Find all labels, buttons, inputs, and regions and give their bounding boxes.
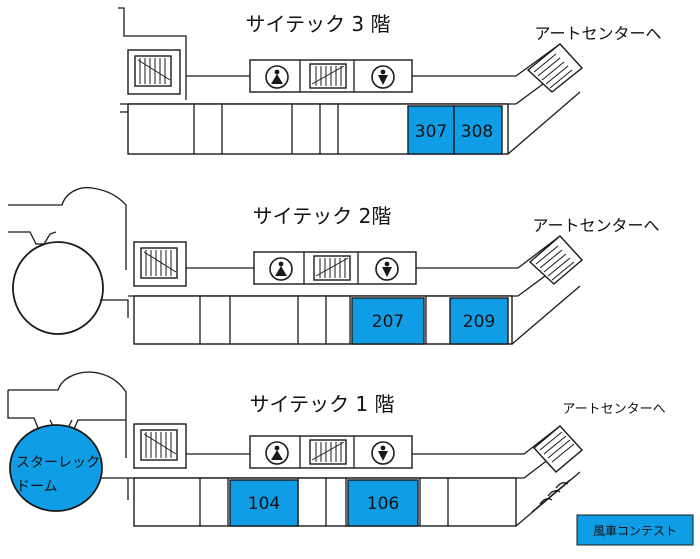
- room-number: 307: [415, 122, 447, 142]
- wall-outline: [118, 7, 187, 100]
- floor-1: スターレック ドーム: [7, 371, 666, 527]
- room-number: 308: [461, 122, 493, 142]
- art-center-connector: [507, 43, 584, 155]
- restroom-male-icon: [371, 441, 395, 465]
- room-207[interactable]: 207: [351, 297, 425, 345]
- room-number: 106: [367, 494, 399, 514]
- exit-label: アートセンターへ: [562, 402, 665, 417]
- starlec-dome[interactable]: スターレック ドーム: [9, 424, 103, 512]
- central-core: [249, 59, 413, 93]
- floor-3: 307 308 サイテック 3 階 アートセンターへ: [118, 7, 662, 155]
- art-center-connector: [511, 235, 584, 345]
- stairs-icon: [127, 49, 181, 95]
- room-308[interactable]: 308: [453, 105, 503, 155]
- central-core: [249, 435, 413, 469]
- room-106[interactable]: 106: [347, 479, 419, 527]
- room-number: 209: [463, 312, 495, 332]
- exit-label: アートセンターへ: [532, 216, 659, 235]
- stairs-icon: [309, 439, 347, 465]
- west-wing: [8, 186, 129, 335]
- stairs-icon: [133, 423, 187, 469]
- room-307[interactable]: 307: [407, 105, 455, 155]
- restroom-female-icon: [269, 257, 293, 281]
- floor-title: サイテック 2階: [253, 204, 392, 228]
- stairs-icon: [133, 241, 187, 287]
- stairs-icon: [313, 255, 351, 281]
- room-strip: [128, 295, 518, 345]
- room-104[interactable]: 104: [229, 479, 299, 527]
- legend-swatch: [576, 514, 694, 546]
- room-number: 207: [372, 312, 404, 332]
- room-strip: [128, 477, 524, 527]
- room-209[interactable]: 209: [449, 297, 509, 345]
- restroom-female-icon: [265, 441, 289, 465]
- legend: 風車コンテスト: [576, 514, 694, 546]
- central-core: [253, 251, 417, 285]
- floor-2: 207 209 サイテック 2階 アートセンターへ: [8, 186, 660, 345]
- exit-label: アートセンターへ: [534, 24, 661, 43]
- legend-label: 風車コンテスト: [593, 524, 677, 538]
- restroom-female-icon: [265, 65, 289, 89]
- dome-label: ドーム: [16, 479, 58, 495]
- stairs-icon: [309, 63, 347, 89]
- restroom-male-icon: [371, 65, 395, 89]
- floor-title: サイテック 3 階: [245, 12, 390, 36]
- dome-label: スターレック: [16, 455, 100, 471]
- room-number: 104: [248, 494, 280, 514]
- restroom-male-icon: [375, 257, 399, 281]
- floor-title: サイテック 1 階: [249, 392, 394, 416]
- art-center-connector: [515, 425, 584, 527]
